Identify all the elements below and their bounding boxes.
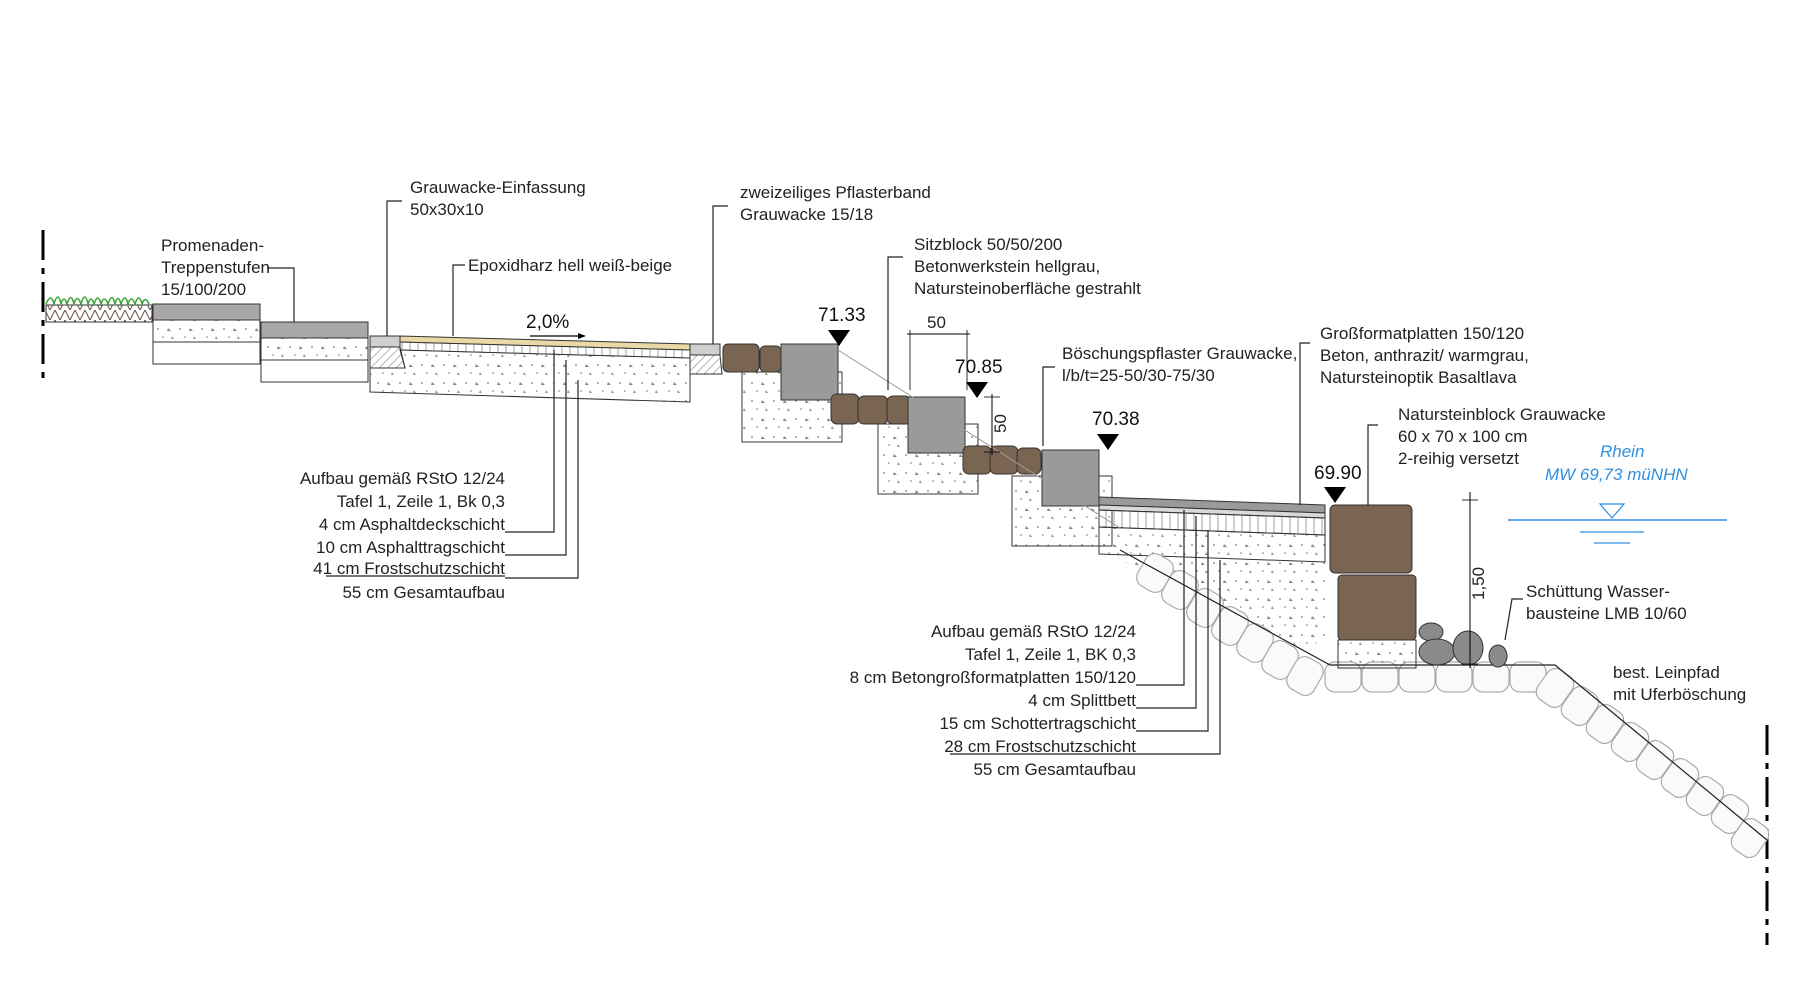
lawn-soil — [45, 304, 153, 323]
elevation-1: 71.33 — [818, 305, 866, 326]
svg-text:zweizeiliges Pflasterband: zweizeiliges Pflasterband — [740, 183, 931, 202]
riprap-slope — [1136, 552, 1770, 859]
step-2 — [260, 321, 369, 339]
step-1 — [152, 303, 261, 321]
svg-text:4 cm Splittbett: 4 cm Splittbett — [1028, 691, 1136, 710]
dim-width: 50 — [927, 313, 946, 332]
label-sitzblock: Sitzblock 50/50/200 Betonwerkstein hellg… — [914, 235, 1141, 298]
svg-text:41 cm Frostschutzschicht: 41 cm Frostschutzschicht — [313, 559, 505, 578]
svg-text:60 x 70 x 100 cm: 60 x 70 x 100 cm — [1398, 427, 1527, 446]
dim-height: 50 — [991, 414, 1010, 433]
svg-text:Rhein: Rhein — [1600, 442, 1644, 461]
label-boeschung: Böschungspflaster Grauwacke, l/b/t=25-50… — [1062, 344, 1297, 385]
seat-block-3 — [1041, 449, 1100, 507]
svg-text:Natursteinoberfläche gestrahlt: Natursteinoberfläche gestrahlt — [914, 279, 1141, 298]
cobble-1 — [722, 343, 760, 373]
svg-text:28 cm Frostschutzschicht: 28 cm Frostschutzschicht — [944, 737, 1136, 756]
svg-text:bausteine LMB 10/60: bausteine LMB 10/60 — [1526, 604, 1687, 623]
water-stones — [1418, 622, 1508, 668]
svg-text:Sitzblock 50/50/200: Sitzblock 50/50/200 — [914, 235, 1062, 254]
svg-text:l/b/t=25-50/30-75/30: l/b/t=25-50/30-75/30 — [1062, 366, 1215, 385]
svg-text:55 cm Gesamtaufbau: 55 cm Gesamtaufbau — [973, 760, 1136, 779]
label-schuettung: Schüttung Wasser- bausteine LMB 10/60 — [1526, 582, 1687, 623]
svg-text:MW 69,73 müNHN: MW 69,73 müNHN — [1545, 465, 1688, 484]
label-leinpfad: best. Leinpfad mit Uferböschung — [1613, 663, 1746, 704]
elev-marker-3 — [1097, 434, 1119, 450]
svg-text:4 cm Asphaltdeckschicht: 4 cm Asphaltdeckschicht — [319, 515, 505, 534]
svg-text:mit Uferböschung: mit Uferböschung — [1613, 685, 1746, 704]
svg-text:50x30x10: 50x30x10 — [410, 200, 484, 219]
label-einfassung: Grauwacke-Einfassung 50x30x10 — [410, 178, 586, 219]
svg-text:Aufbau gemäß RStO 12/24: Aufbau gemäß RStO 12/24 — [931, 622, 1136, 641]
stone-block-upper — [1329, 504, 1413, 574]
edge-stone-left — [369, 335, 401, 348]
elev-marker-4 — [1324, 487, 1346, 503]
svg-text:15/100/200: 15/100/200 — [161, 280, 246, 299]
label-promenade: Promenaden- Treppenstufen 15/100/200 — [161, 236, 270, 299]
elevation-3: 70.38 — [1092, 409, 1140, 430]
svg-text:55 cm Gesamtaufbau: 55 cm Gesamtaufbau — [342, 583, 505, 602]
label-grossformat: Großformatplatten 150/120 Beton, anthraz… — [1320, 324, 1529, 387]
svg-text:2-reihig versetzt: 2-reihig versetzt — [1398, 449, 1519, 468]
svg-text:Grauwacke 15/18: Grauwacke 15/18 — [740, 205, 873, 224]
leader-lines — [267, 200, 1523, 755]
svg-text:Böschungspflaster Grauwacke,: Böschungspflaster Grauwacke, — [1062, 344, 1297, 363]
svg-text:Aufbau gemäß RStO 12/24: Aufbau gemäß RStO 12/24 — [300, 469, 505, 488]
label-naturstein: Natursteinblock Grauwacke 60 x 70 x 100 … — [1398, 405, 1606, 468]
svg-text:Grauwacke-Einfassung: Grauwacke-Einfassung — [410, 178, 586, 197]
svg-text:Promenaden-: Promenaden- — [161, 236, 264, 255]
elev-marker-1 — [828, 330, 850, 346]
elev-marker-2 — [966, 382, 988, 398]
dim-vertical: 1,50 — [1469, 567, 1488, 600]
svg-text:8 cm Betongroßformatplatten 15: 8 cm Betongroßformatplatten 150/120 — [850, 668, 1136, 687]
svg-text:Großformatplatten 150/120: Großformatplatten 150/120 — [1320, 324, 1524, 343]
svg-text:Beton, anthrazit/ warmgrau,: Beton, anthrazit/ warmgrau, — [1320, 346, 1529, 365]
svg-text:best. Leinpfad: best. Leinpfad — [1613, 663, 1720, 682]
seat-block-1 — [780, 343, 839, 401]
label-slope: 2,0% — [526, 312, 569, 333]
svg-text:15 cm Schottertragschicht: 15 cm Schottertragschicht — [939, 714, 1136, 733]
seat-block-2 — [907, 396, 966, 454]
edge-stone-right — [689, 343, 721, 356]
stone-block-lower — [1337, 574, 1417, 641]
frost-layer-1 — [369, 349, 691, 403]
svg-text:10 cm Asphalttragschicht: 10 cm Asphalttragschicht — [316, 538, 505, 557]
svg-text:Treppenstufen: Treppenstufen — [161, 258, 270, 277]
label-pflasterband: zweizeiliges Pflasterband Grauwacke 15/1… — [740, 183, 931, 224]
svg-text:Betonwerkstein hellgrau,: Betonwerkstein hellgrau, — [914, 257, 1100, 276]
svg-text:Tafel 1, Zeile 1, Bk 0,3: Tafel 1, Zeile 1, Bk 0,3 — [337, 492, 505, 511]
grass — [45, 296, 150, 308]
svg-text:Natursteinoptik Basaltlava: Natursteinoptik Basaltlava — [1320, 368, 1517, 387]
elevation-4: 69.90 — [1314, 463, 1362, 484]
build-up-2: Aufbau gemäß RStO 12/24 Tafel 1, Zeile 1… — [850, 622, 1137, 779]
label-epoxid: Epoxidharz hell weiß-beige — [468, 256, 672, 275]
svg-text:Schüttung Wasser-: Schüttung Wasser- — [1526, 582, 1670, 601]
elevation-2: 70.85 — [955, 357, 1003, 378]
svg-text:Natursteinblock Grauwacke: Natursteinblock Grauwacke — [1398, 405, 1606, 424]
cobble-2 — [759, 345, 782, 373]
label-rhein: Rhein MW 69,73 müNHN — [1545, 442, 1688, 484]
build-up-1: Aufbau gemäß RStO 12/24 Tafel 1, Zeile 1… — [300, 469, 505, 602]
svg-text:Tafel 1, Zeile 1, BK 0,3: Tafel 1, Zeile 1, BK 0,3 — [965, 645, 1136, 664]
